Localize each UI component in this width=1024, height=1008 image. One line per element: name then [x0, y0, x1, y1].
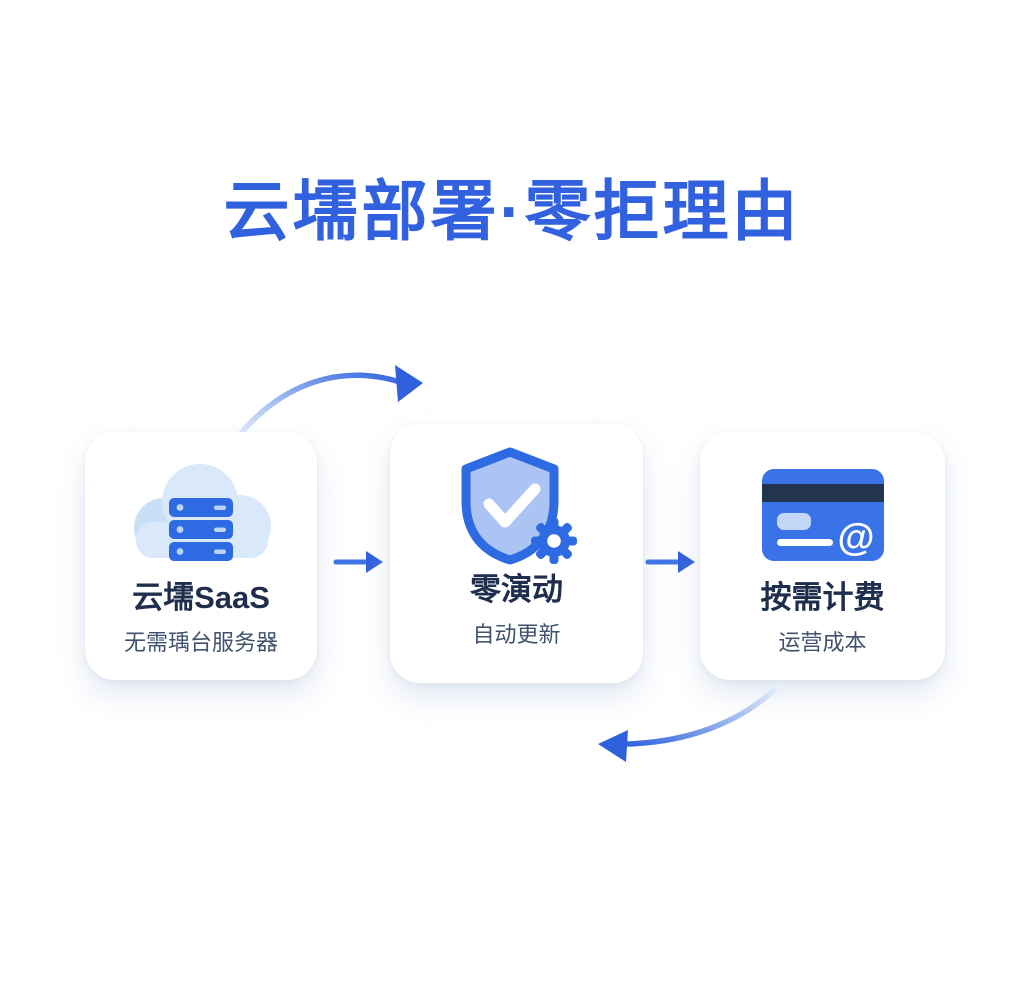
flow-arrow-right-2-icon: [645, 551, 695, 573]
card-subtitle: 无需瑀台服务器: [123, 629, 278, 655]
card-title: 零演动: [470, 572, 563, 607]
card-title: 云壖SaaS: [132, 580, 270, 615]
at-symbol: @: [837, 517, 874, 559]
server-racks: [169, 498, 233, 561]
card-cloud-saas: 云壖SaaS 无需瑀台服务器: [85, 432, 317, 680]
flow-arrow-right-1-icon: [333, 551, 383, 573]
page-title: 云壖部署·零拒理由: [223, 174, 801, 248]
cloud-servers-icon: [134, 464, 271, 561]
flow-arrow-bottom-curve-icon: [598, 683, 781, 762]
shield-check-gear-icon: [461, 447, 577, 565]
card-zero-maintenance: 零演动 自动更新: [390, 424, 643, 683]
card-title: 按需计费: [760, 580, 885, 615]
card-subtitle: 运营成本: [778, 629, 867, 655]
card-pay-per-use: @ 按需计费 运营成本: [700, 432, 945, 680]
credit-card-at-icon: @: [761, 469, 884, 561]
gear-icon: [530, 518, 577, 564]
card-subtitle: 自动更新: [472, 621, 561, 647]
flow-arrow-top-curve-icon: [234, 365, 423, 441]
